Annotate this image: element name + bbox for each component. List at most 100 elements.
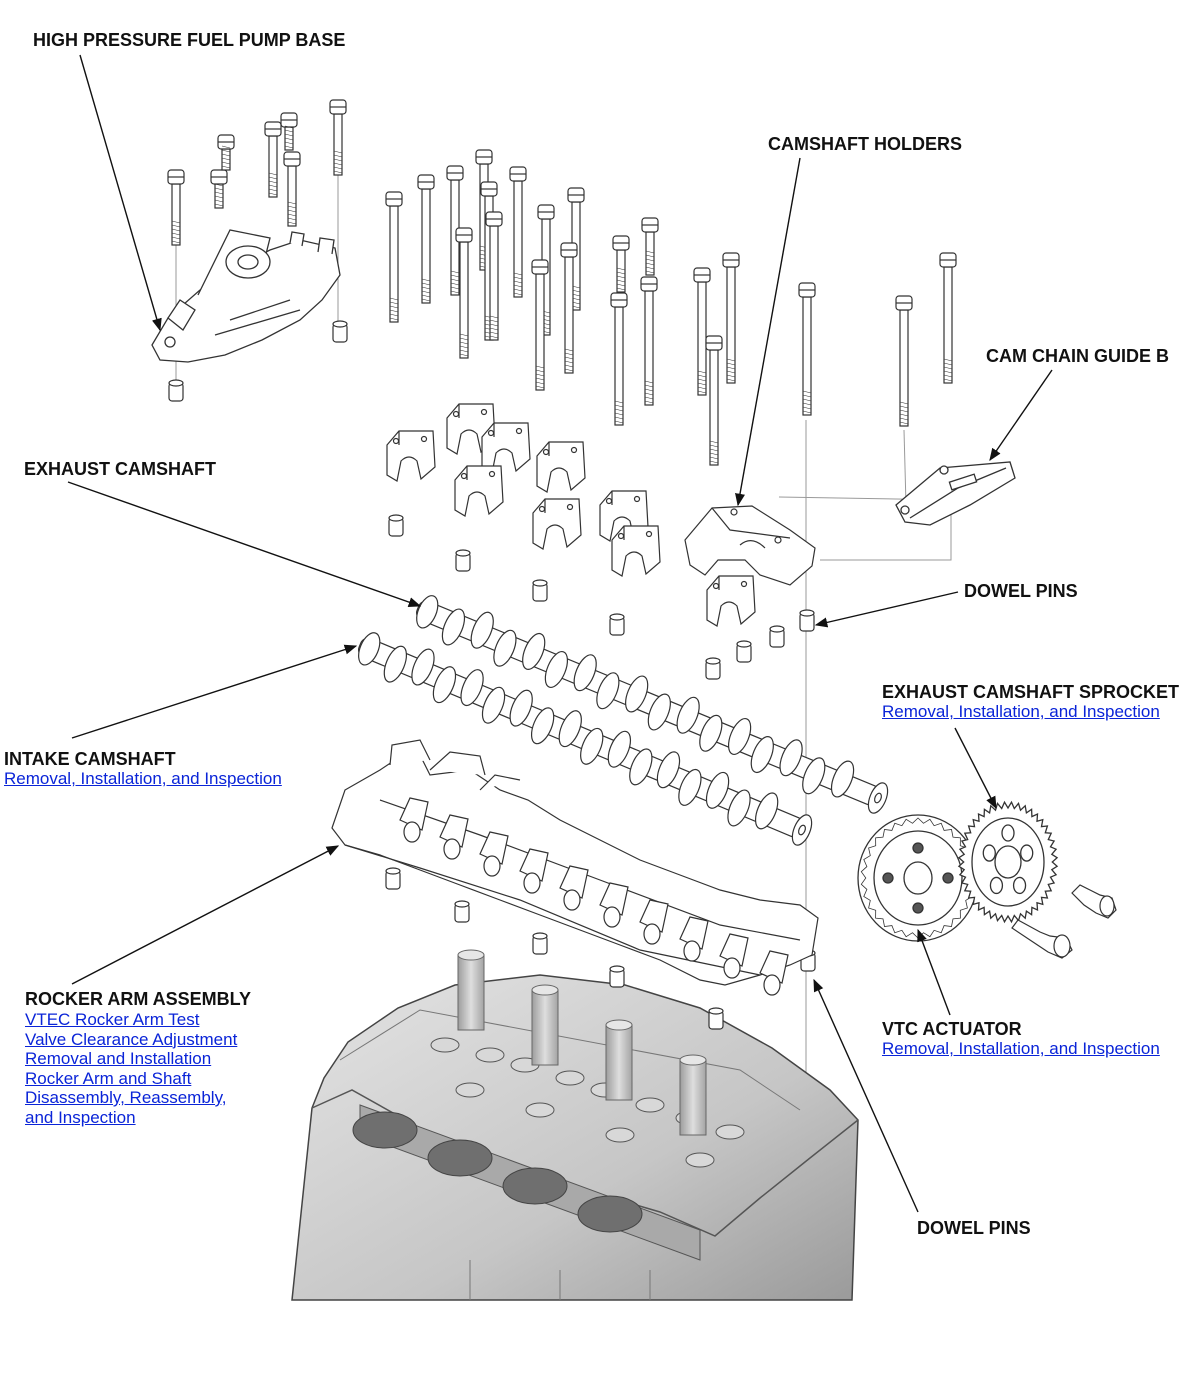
dowel-pin xyxy=(455,549,471,572)
link-vtc-actuator-procedures[interactable]: Removal, Installation, and Inspection xyxy=(882,1039,1160,1058)
dowel-pin xyxy=(736,640,752,663)
camshaft-holders-part xyxy=(386,403,816,627)
rocker-arm-assembly-part xyxy=(331,739,819,996)
dowel-pin xyxy=(609,613,625,636)
link-rocker-arm-and-shaft[interactable]: Rocker Arm and Shaft xyxy=(25,1068,192,1088)
rocker-roller xyxy=(683,940,701,962)
bolts xyxy=(167,99,957,466)
bolt xyxy=(264,121,282,198)
label-exhaust-sprocket: EXHAUST CAMSHAFT SPROCKET xyxy=(882,682,1180,702)
camshaft-holder xyxy=(706,575,756,627)
link-and-inspection[interactable]: and Inspection xyxy=(25,1107,136,1127)
cam-lobe xyxy=(573,654,597,692)
bolt xyxy=(640,276,658,406)
cam-lobe xyxy=(830,760,855,798)
rocker-roller xyxy=(563,889,581,911)
cam-lobe xyxy=(383,645,408,683)
dowel-pin xyxy=(332,320,348,343)
dowel-pin xyxy=(532,932,548,955)
link-removal-and-installation[interactable]: Removal and Installation xyxy=(25,1049,212,1068)
cam-lobe xyxy=(656,751,681,789)
link-vtec-rocker-arm-test[interactable]: VTEC Rocker Arm Test xyxy=(25,1010,200,1029)
bolt xyxy=(455,227,473,359)
label-fuel-pump-base: HIGH PRESSURE FUEL PUMP BASE xyxy=(33,30,346,50)
bolt xyxy=(610,292,628,426)
cam-lobe xyxy=(530,707,555,745)
label-exhaust-camshaft: EXHAUST CAMSHAFT xyxy=(24,459,216,479)
label-vtc-actuator: VTC ACTUATOR xyxy=(882,1019,1022,1039)
exhaust-camshaft-part xyxy=(416,595,889,814)
label-camshaft-holders: CAMSHAFT HOLDERS xyxy=(768,134,962,154)
sprocket-bolts xyxy=(1011,884,1117,959)
rocker-arm-links: VTEC Rocker Arm Test Valve Clearance Adj… xyxy=(25,1010,237,1127)
label-dowel-pins-upper: DOWEL PINS xyxy=(964,581,1078,601)
rocker-roller xyxy=(643,923,661,945)
cam-lobe xyxy=(470,611,494,649)
rocker-roller xyxy=(483,855,501,877)
link-disassembly-reassembly[interactable]: Disassembly, Reassembly, xyxy=(25,1088,227,1107)
cam-lobe xyxy=(607,730,632,768)
cam-lobe xyxy=(750,736,774,774)
bolt xyxy=(210,169,228,209)
cam-lobe xyxy=(625,675,649,713)
rocker-roller xyxy=(443,838,461,860)
link-exhaust-sprocket-procedures[interactable]: Removal, Installation, and Inspection xyxy=(882,702,1160,721)
dowel-pins xyxy=(168,320,816,1030)
cam-lobe xyxy=(676,696,700,734)
dowel-pin xyxy=(799,609,815,632)
fuel-pump-base-part xyxy=(151,229,341,363)
cam-lobe xyxy=(678,768,702,806)
bolt xyxy=(705,335,723,466)
cam-lobe xyxy=(754,792,779,830)
link-intake-camshaft-procedures[interactable]: Removal, Installation, and Inspection xyxy=(4,769,282,788)
cam-lobe xyxy=(779,739,803,777)
cam-lobe xyxy=(727,718,752,756)
exhaust-camshaft-shaft xyxy=(416,595,889,814)
bolt xyxy=(280,112,298,151)
bolt xyxy=(798,282,816,416)
bolt xyxy=(939,252,957,384)
bolt xyxy=(693,267,711,396)
cam-lobe xyxy=(522,632,546,670)
cam-lobe xyxy=(544,650,569,688)
dowel-pin xyxy=(454,900,470,923)
bolt xyxy=(641,217,659,276)
dowel-pin xyxy=(708,1007,724,1030)
bolt xyxy=(329,99,347,176)
camshaft-holder xyxy=(386,430,436,482)
cam-lobe xyxy=(727,789,751,827)
bolt xyxy=(722,252,740,384)
rocker-roller xyxy=(603,906,621,928)
dowel-pin xyxy=(609,965,625,988)
sprocket-body xyxy=(957,800,1059,924)
camshaft-holder xyxy=(481,422,531,474)
dowel-pin xyxy=(168,379,184,402)
cam-lobe xyxy=(705,771,730,809)
dowel-pin xyxy=(769,625,785,648)
camshaft-holder xyxy=(532,498,582,550)
dowel-pin xyxy=(705,657,721,680)
cam-lobe xyxy=(802,757,826,795)
label-dowel-pins-lower: DOWEL PINS xyxy=(917,1218,1031,1238)
camshaft-holder xyxy=(454,465,504,517)
label-rocker-arm-assembly: ROCKER ARM ASSEMBLY xyxy=(25,989,252,1009)
bolt xyxy=(480,181,498,341)
bolt xyxy=(485,211,503,341)
cam-lobe xyxy=(558,710,582,748)
label-cam-chain-guide-b: CAM CHAIN GUIDE B xyxy=(986,346,1169,366)
camshaft-holder-front xyxy=(684,505,816,586)
bolt xyxy=(509,166,527,298)
cam-lobe xyxy=(647,693,671,731)
cylinder-head xyxy=(291,949,859,1301)
link-valve-clearance-adjustment[interactable]: Valve Clearance Adjustment xyxy=(25,1029,238,1049)
cam-lobe xyxy=(629,748,653,786)
bolt xyxy=(167,169,185,246)
bolt xyxy=(531,259,549,391)
bolt xyxy=(417,174,435,304)
camshaft-holder xyxy=(611,525,661,577)
camshaft-holder xyxy=(536,441,586,493)
exhaust-sprocket-part xyxy=(957,800,1059,924)
dowel-pin xyxy=(532,579,548,602)
intake-camshaft-shaft xyxy=(358,632,813,846)
